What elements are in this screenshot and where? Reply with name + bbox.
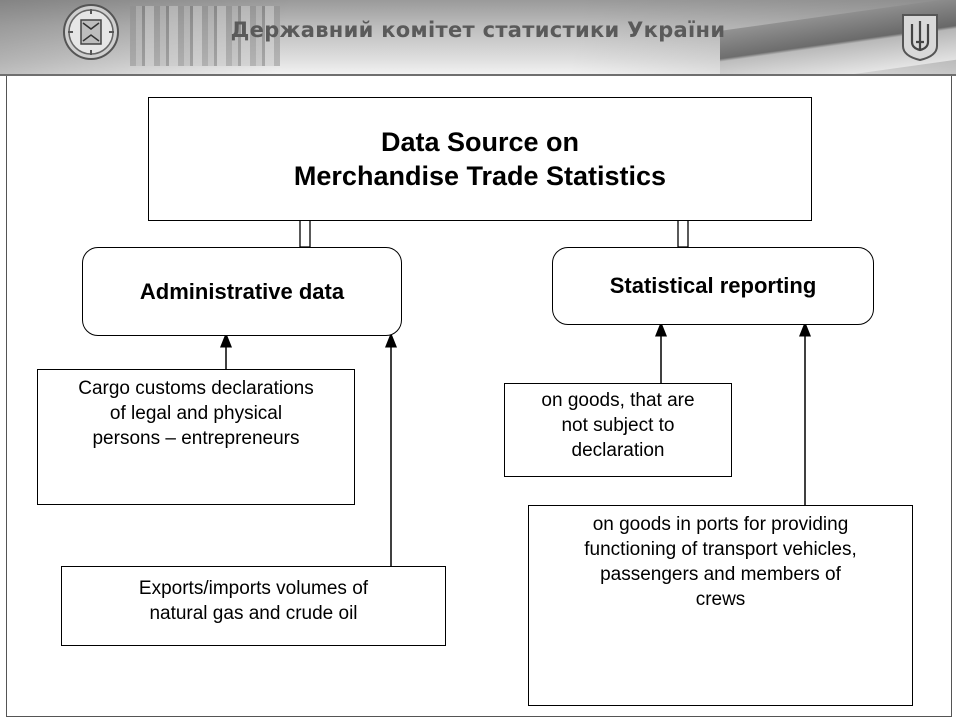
administrative-data-label: Administrative data	[139, 278, 345, 304]
organization-emblem-icon	[63, 4, 119, 60]
header-banner: Державний комітет статистики України	[0, 0, 956, 76]
cargo-line-2: of legal and physical	[109, 403, 283, 424]
ports-line-4: crews	[695, 589, 746, 610]
administrative-data-box: Administrative data	[82, 247, 402, 336]
goods-line-2: not subject to	[561, 415, 675, 436]
goods-not-declared-box: on goods, that are not subject to declar…	[504, 383, 732, 477]
main-title-line-1: Data Source on	[380, 127, 580, 157]
statistical-reporting-label: Statistical reporting	[609, 273, 817, 298]
ports-line-1: on goods in ports for providing	[592, 514, 849, 535]
goods-in-ports-box: on goods in ports for providing function…	[528, 505, 913, 706]
cargo-line-1: Cargo customs declarations	[78, 378, 314, 399]
statistical-reporting-box: Statistical reporting	[552, 247, 874, 325]
ports-line-3: passengers and members of	[600, 564, 841, 585]
banner-buildings-image	[130, 6, 280, 66]
goods-line-1: on goods, that are	[541, 390, 695, 411]
exports-line-2: natural gas and crude oil	[149, 603, 358, 624]
exports-line-1: Exports/imports volumes of	[138, 578, 369, 599]
cargo-line-3: persons – entrepreneurs	[92, 428, 300, 449]
trident-coat-of-arms-icon	[902, 14, 938, 62]
cargo-declarations-box: Cargo customs declarations of legal and …	[37, 369, 355, 505]
goods-line-3: declaration	[571, 440, 665, 461]
slide-frame	[6, 76, 952, 717]
main-data-source-box: Data Source on Merchandise Trade Statist…	[148, 97, 812, 221]
main-title-line-2: Merchandise Trade Statistics	[293, 161, 667, 191]
ports-line-2: functioning of transport vehicles,	[584, 539, 857, 560]
banner-title: Державний комітет статистики України	[230, 18, 726, 42]
exports-imports-box: Exports/imports volumes of natural gas a…	[61, 566, 446, 646]
banner-divider	[0, 74, 956, 76]
